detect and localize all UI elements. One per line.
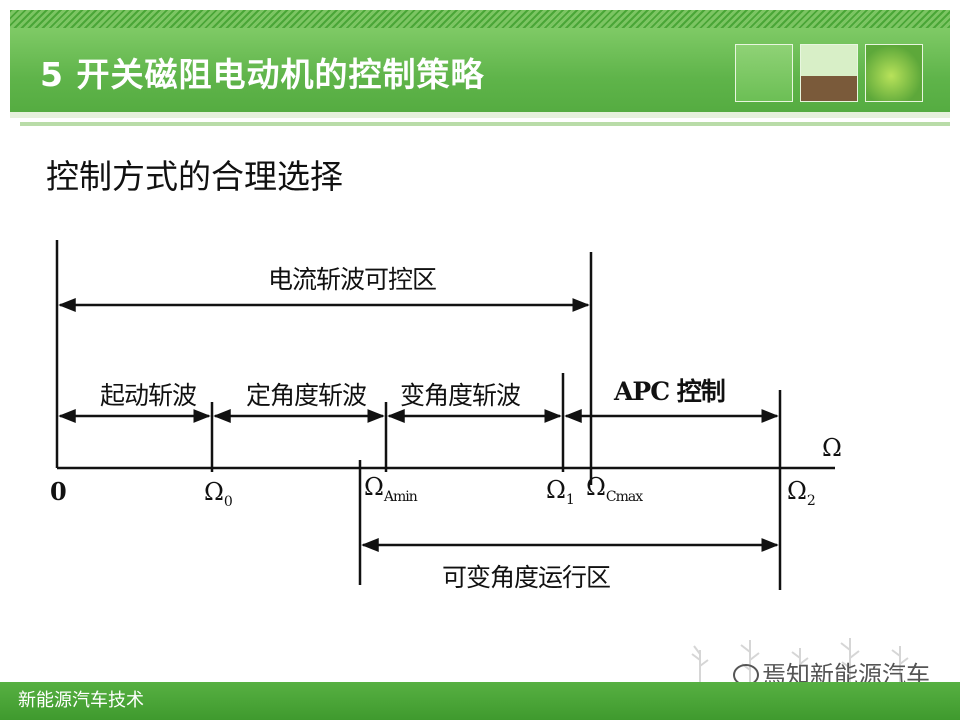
title-stripe: [10, 10, 950, 28]
axis-omega-label: Ω: [822, 434, 842, 462]
origin-label: 0: [50, 477, 67, 506]
start-chopping-label: 起动斩波: [100, 381, 197, 410]
footer-bar: 新能源汽车技术: [0, 682, 960, 720]
title-underline: [10, 112, 950, 118]
decor-square-green: [735, 44, 793, 102]
footer-text: 新能源汽车技术: [18, 690, 144, 711]
variable-run-label: 可变角度运行区: [442, 563, 611, 592]
leaf-image: [865, 44, 923, 102]
omegaCmax-label: ΩCmax: [586, 473, 643, 505]
slide-subtitle: 控制方式的合理选择: [46, 157, 343, 196]
omega1-label: Ω1: [546, 476, 575, 508]
fixed-angle-label: 定角度斩波: [246, 381, 367, 410]
omegaAmin-label: ΩAmin: [364, 473, 418, 505]
apc-label: APC 控制: [614, 377, 726, 406]
omega0-label: Ω0: [204, 478, 233, 510]
title-underline-2: [20, 122, 950, 126]
slide-title: 5 开关磁阻电动机的控制策略: [40, 55, 485, 94]
title-bar: 5 开关磁阻电动机的控制策略: [10, 28, 950, 112]
current-chopping-label: 电流斩波可控区: [268, 265, 437, 294]
sprout-image: [800, 44, 858, 102]
omega2-label: Ω2: [787, 477, 816, 509]
variable-angle-label: 变角度斩波: [400, 381, 521, 410]
